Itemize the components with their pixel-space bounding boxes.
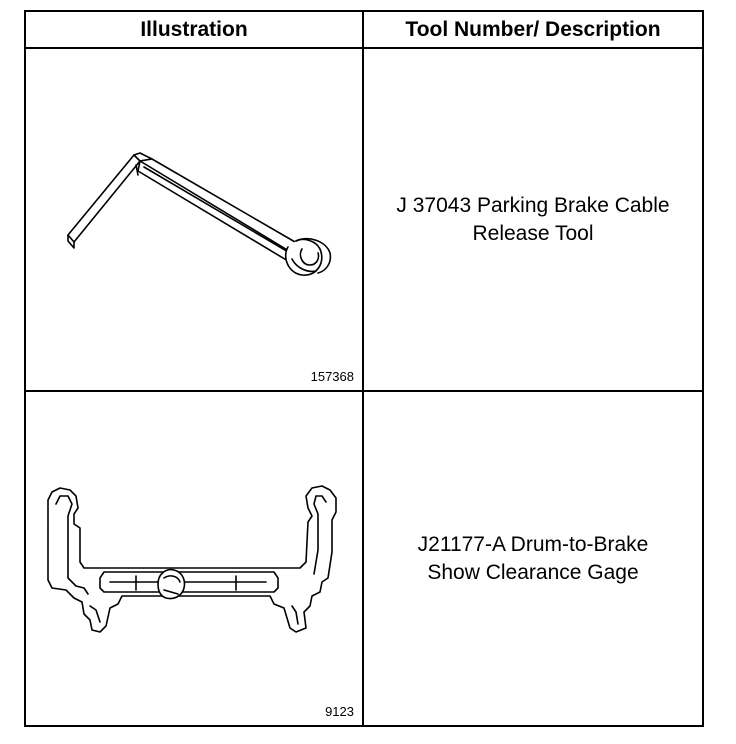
tool-table: Illustration Tool Number/ Description	[24, 10, 704, 727]
tool-description-line2: Release Tool	[472, 221, 594, 245]
row-divider	[26, 390, 702, 392]
parking-brake-cable-release-tool-icon	[67, 152, 332, 276]
table-header-row: Illustration Tool Number/ Description	[26, 12, 702, 49]
figure-number: 9123	[325, 704, 354, 719]
column-divider	[362, 12, 364, 725]
drum-to-brake-clearance-gage-icon	[47, 485, 337, 633]
illustration-cell-release-tool: 157368	[26, 49, 362, 390]
header-illustration: Illustration	[140, 17, 248, 41]
tool-description-line1: J21177-A Drum-to-Brake	[417, 532, 649, 556]
figure-number: 157368	[310, 369, 354, 384]
tool-description-line1: J 37043 Parking Brake Cable	[396, 193, 670, 217]
description-cell-clearance-gage: J21177-A Drum-to-Brake Show Clearance Ga…	[364, 392, 702, 725]
description-cell-release-tool: J 37043 Parking Brake Cable Release Tool	[364, 49, 702, 390]
illustration-cell-clearance-gage: 9123	[26, 392, 362, 725]
header-tool-description: Tool Number/ Description	[405, 17, 661, 41]
tool-description-line2: Show Clearance Gage	[427, 560, 639, 584]
